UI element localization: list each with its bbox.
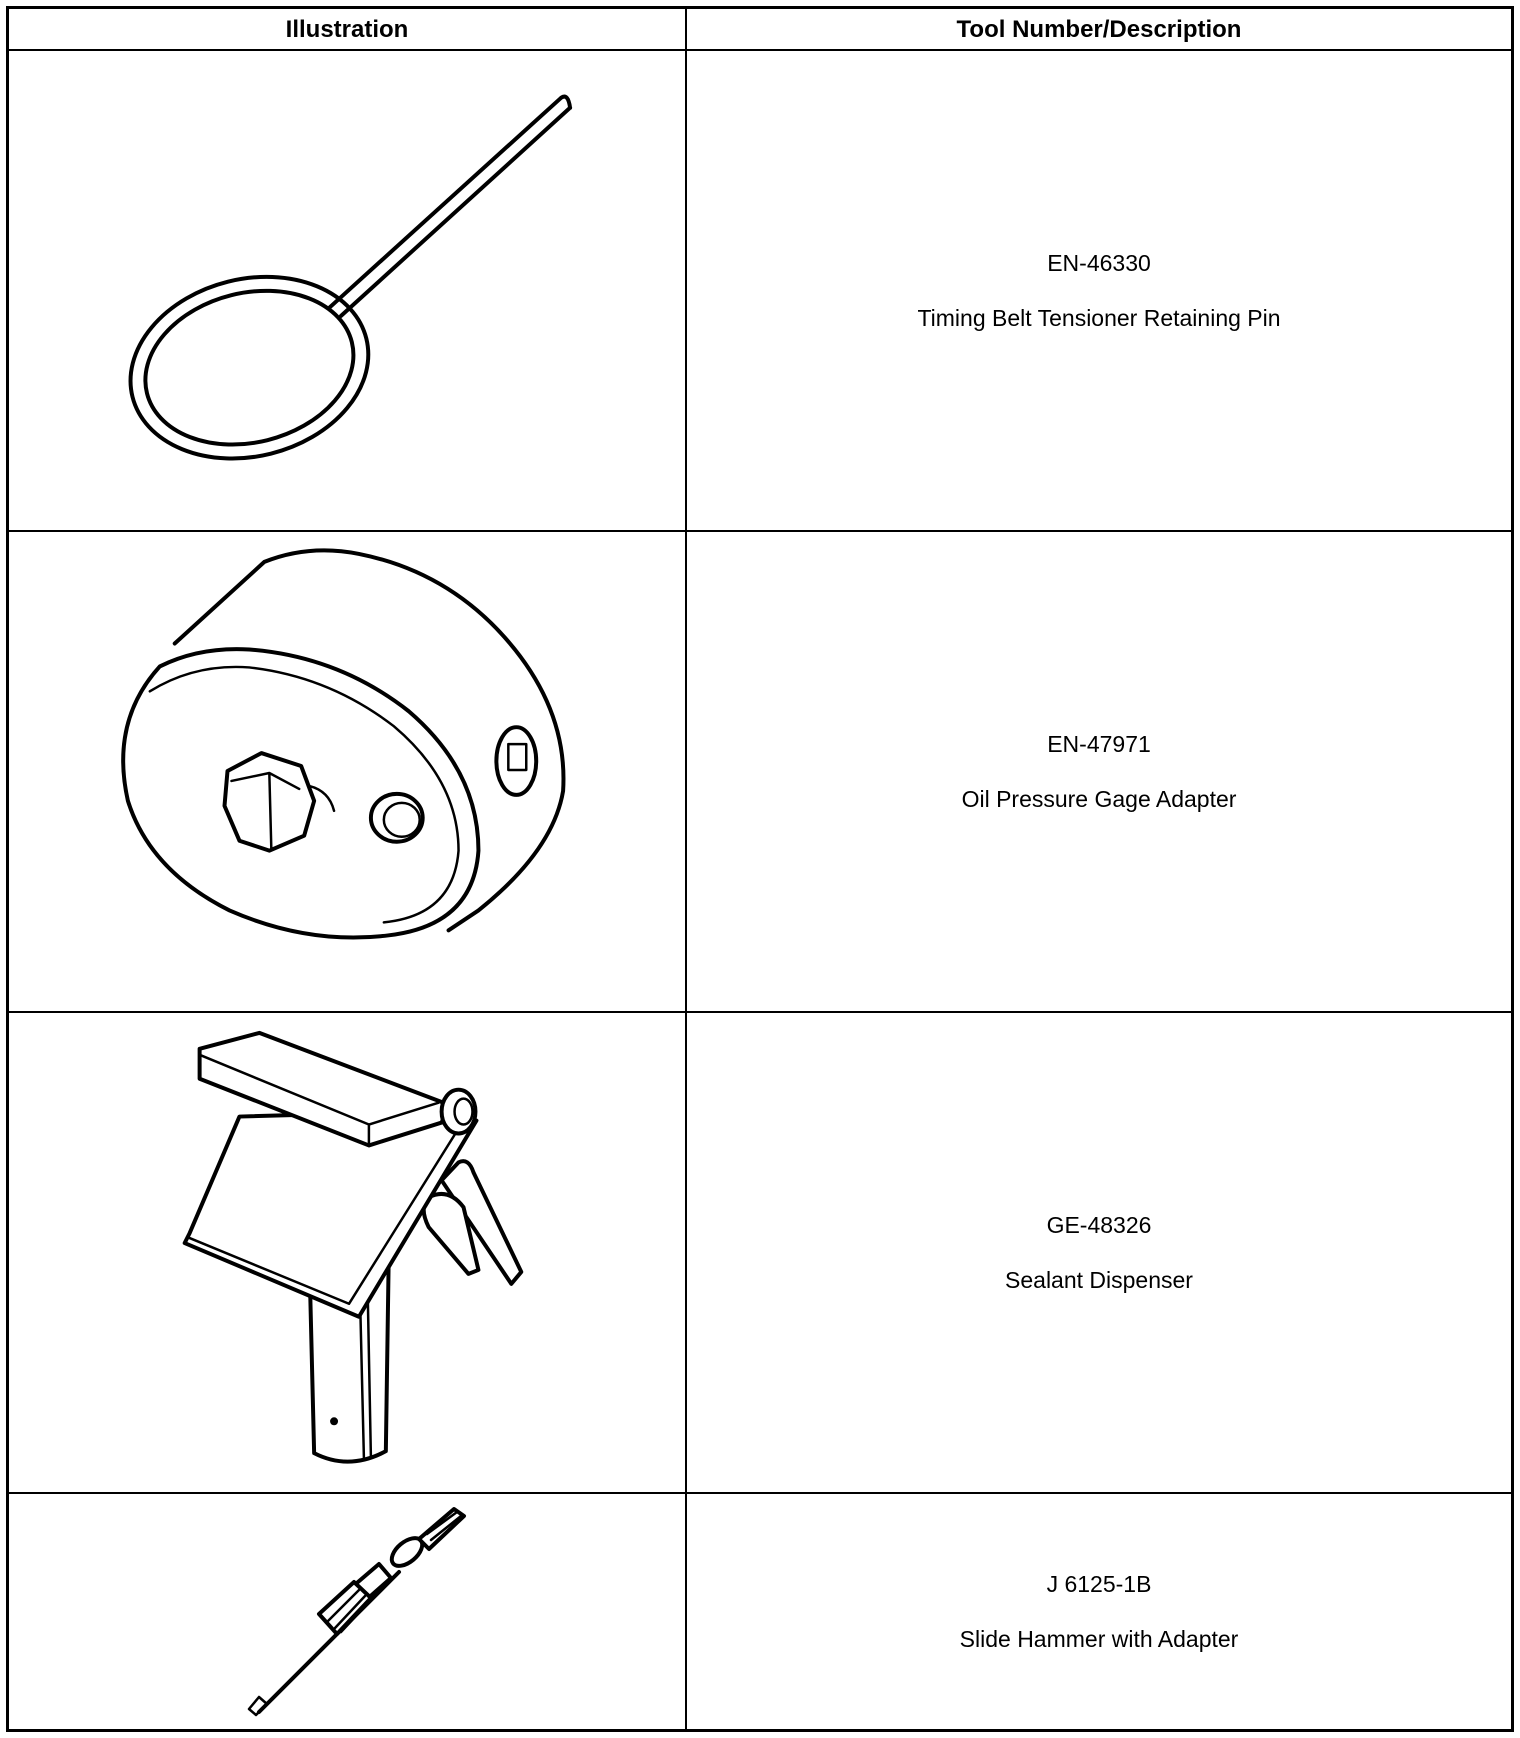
tool-description: Slide Hammer with Adapter [959, 1625, 1239, 1652]
special-tools-table: Illustration Tool Number/Description EN-… [6, 6, 1514, 1732]
tool-description-cell: EN-47971 Oil Pressure Gage Adapter [687, 532, 1511, 1011]
tool-description-cell: GE-48326 Sealant Dispenser [687, 1013, 1511, 1492]
tool-number: EN-47971 [1047, 730, 1151, 757]
table-header-row: Illustration Tool Number/Description [9, 9, 1511, 51]
table-row: GE-48326 Sealant Dispenser [9, 1013, 1511, 1494]
retaining-pin-illustration [9, 51, 685, 530]
header-tool-number-description: Tool Number/Description [956, 16, 1242, 43]
gage-adapter-illustration [9, 532, 685, 1011]
column-divider [685, 9, 687, 1729]
tool-description-cell: J 6125-1B Slide Hammer with Adapter [687, 1494, 1511, 1729]
sealant-dispenser-illustration [9, 1013, 685, 1492]
table-row: EN-46330 Timing Belt Tensioner Retaining… [9, 51, 1511, 532]
tool-number: GE-48326 [1046, 1211, 1152, 1238]
header-illustration: Illustration [285, 16, 409, 43]
slide-hammer-illustration [9, 1494, 685, 1729]
tool-description-cell: EN-46330 Timing Belt Tensioner Retaining… [687, 51, 1511, 530]
tool-description: Oil Pressure Gage Adapter [961, 785, 1237, 812]
table-row: EN-47971 Oil Pressure Gage Adapter [9, 532, 1511, 1013]
tool-description: Timing Belt Tensioner Retaining Pin [917, 304, 1281, 331]
tool-number: EN-46330 [1047, 249, 1151, 276]
tool-description: Sealant Dispenser [1005, 1266, 1193, 1293]
table-row: J 6125-1B Slide Hammer with Adapter [9, 1494, 1511, 1729]
tool-number: J 6125-1B [1046, 1570, 1152, 1597]
